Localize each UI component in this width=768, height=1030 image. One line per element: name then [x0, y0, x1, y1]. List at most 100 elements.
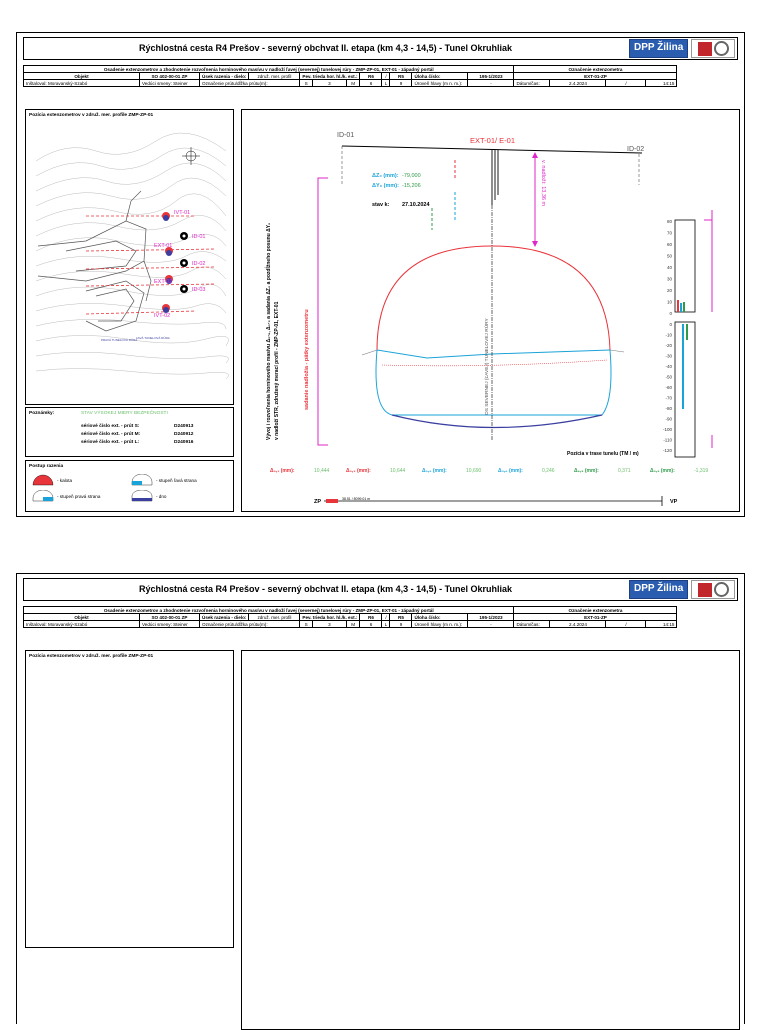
rod-designation-label: Označenie prútu/dĺžka prútu(m): [198, 79, 301, 87]
rod-l-length: 9 [389, 79, 413, 87]
objekt-value: SO 402-00-01 ZP [139, 613, 200, 621]
report-sheet-copy: Rýchlostná cesta R4 Prešov - severný obc… [16, 573, 745, 1030]
extensometer-section-panel [241, 650, 740, 1030]
delta-value-4: 0,371 [618, 468, 631, 474]
ext-label: EXT-01/ E-01 [470, 136, 515, 145]
rod-m: M [345, 620, 361, 628]
station-label: 38.51 / 8099.01 m [342, 497, 370, 501]
pev-label: Pev. trieda hor. hl./k. ext.: [299, 613, 361, 621]
position-panel-title: Pozícia extenzometrov v združ. mer. prof… [29, 654, 154, 659]
pev-v2: R5 [389, 72, 413, 80]
svg-text:50: 50 [667, 254, 673, 259]
svg-text:-50: -50 [665, 375, 672, 380]
svg-text:0: 0 [669, 311, 672, 316]
serial-label-l: sériové číslo ext. - prút L: [81, 440, 140, 445]
settlement-gauge-top: 80 70 60 50 40 30 20 10 0 [667, 219, 696, 316]
rod-m-length: 6 [359, 79, 383, 87]
extensometer-id: EXT-01-ZP [513, 72, 678, 80]
tunnel-axis-label: OS SEVERNEJ (ĽAVEJ) TUNELOVEJ RÚRY [483, 317, 490, 415]
delta-value-0: 10,444 [314, 468, 330, 474]
tunnel-crown-outline [376, 245, 611, 351]
serial-label-m: sériové číslo ext. - prút M: [81, 432, 141, 437]
position-panel-title: Pozícia extenzometrov v združ. mer. prof… [29, 113, 154, 118]
vp-label: VP [670, 499, 678, 505]
legend-title: Postup razenia [29, 464, 64, 469]
svg-text:-20: -20 [665, 343, 672, 348]
notes-label: Poznámky: [29, 411, 55, 416]
delta-label-0: Δ₀,₁ (mm): [270, 468, 295, 474]
metadata-table: Osadenie extenzometrov a zhodnotenie roz… [22, 606, 678, 628]
objekt-label: Objekt [23, 72, 140, 80]
head-level-value: - [467, 79, 515, 87]
rod-l: L [381, 79, 391, 87]
vertical-caption-1: Vývoj i rozvoľnenia horninového masívu Δ… [264, 223, 272, 440]
safety-status: STAV VÝSOKEJ MIERY BEZPEČNOSTI [81, 411, 168, 416]
excavation-legend: Postup razenia - kalota - stupeň ľavá st… [25, 460, 234, 512]
svg-text:80: 80 [667, 219, 673, 224]
delta-values-row: Δ₀,₁ (mm): 10,444 Δ₀,₃ (mm): 10,644 Δ₀,₆ (mm… [270, 468, 708, 474]
certification-icon [691, 39, 735, 58]
report-title: Rýchlostná cesta R4 Prešov - severný obc… [139, 584, 512, 594]
svg-text:0: 0 [669, 322, 672, 327]
id-right-label: ID-02 [627, 146, 644, 153]
stav-label: stav k: [372, 202, 390, 208]
pev-v1: R6 [359, 613, 383, 621]
uloha-value: 195-1/2023 [467, 613, 515, 621]
objekt-value: SO 402-00-01 ZP [139, 72, 200, 80]
pev-v1: R6 [359, 72, 383, 80]
company-logo: DPP Žilina [629, 580, 735, 599]
left-bench-icon [131, 474, 153, 486]
shift-lead: Vedúci smeny: Steiner [139, 79, 200, 87]
logo-text: DPP Žilina [629, 39, 689, 58]
svg-text:-40: -40 [665, 364, 672, 369]
ground-surface-line [341, 145, 643, 154]
subtitle-right: Označenie extenzometra [513, 65, 678, 73]
report-sheet: Rýchlostná cesta R4 Prešov - severný obc… [16, 32, 745, 517]
extensometer-rods [491, 150, 499, 205]
rod-m-length: 6 [359, 620, 383, 628]
dy-value: -15,206 [402, 183, 421, 189]
svg-text:-110: -110 [663, 438, 672, 443]
invert-icon [131, 490, 153, 502]
extensometer-id: EXT-01-ZP [513, 613, 678, 621]
serial-value-s: D240913 [174, 424, 194, 429]
dz-label: ΔZ₀ (mm): [372, 173, 399, 179]
serial-value-l: D240916 [174, 440, 194, 445]
delta-value-1: 10,644 [390, 468, 406, 474]
rod-l: L [381, 620, 391, 628]
extensometer-position-panel: Pozícia extenzometrov v združ. mer. prof… [25, 109, 234, 405]
subtitle: Osadenie extenzometrov a zhodnotenie roz… [22, 65, 515, 73]
delta-label-1: Δ₀,₃ (mm): [346, 468, 371, 474]
dy-label: ΔY₀ (mm): [372, 183, 399, 189]
uloha-label: Úloha číslo: [411, 72, 469, 80]
svg-text:-90: -90 [665, 417, 672, 422]
map-label-ext-02: EXT-02 [154, 279, 172, 285]
delta-value-3: 0,246 [542, 468, 555, 474]
subtitle-right: Označenie extenzometra [513, 606, 678, 614]
date-value: 2.4.2024 [549, 79, 607, 87]
tunnel-cross-section: ID-01 ID-02 EXT-01/ E-01 ΔZ₀ (mm): -79,0… [264, 132, 713, 506]
shift-lead: Vedúci smeny: Steiner [139, 620, 200, 628]
report-title: Rýchlostná cesta R4 Prešov - severný obc… [139, 43, 512, 53]
svg-text:-30: -30 [665, 354, 672, 359]
rod-s: S [299, 79, 313, 87]
svg-text:10: 10 [667, 300, 673, 305]
rod-m: M [345, 79, 361, 87]
head-level-value: - [467, 620, 515, 628]
tunnel-bench-outline [375, 349, 612, 416]
map-label-id-01: ID-01 [192, 234, 205, 240]
delta-value-2: 10,690 [466, 468, 482, 474]
delta-label-3: Δ₃,₆ (mm): [498, 468, 523, 474]
time-value: 14:15 [645, 79, 678, 87]
usek-value: združ. mer. profil [248, 613, 301, 621]
delta-label-2: Δ₀,₆ (mm): [422, 468, 447, 474]
svg-text:-100: -100 [663, 427, 673, 432]
rod-s: S [299, 620, 313, 628]
map-label-id-02: ID-02 [192, 261, 205, 267]
zp-label: ZP [314, 499, 321, 505]
usek-label: Úsek razenia - dielo: [198, 613, 250, 621]
vertical-caption-2: v nadloží STR, združený merací profil - … [274, 301, 280, 440]
svg-text:20: 20 [667, 288, 673, 293]
delta-value-5: -1,319 [694, 468, 708, 474]
svg-text:70: 70 [667, 231, 673, 236]
